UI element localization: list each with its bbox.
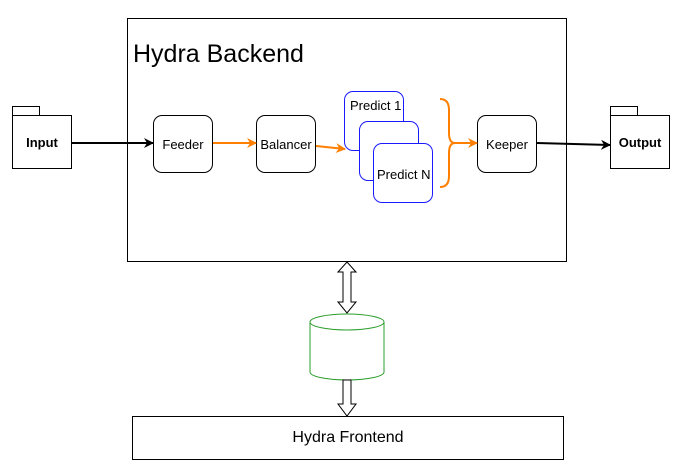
input-package: Input xyxy=(12,115,72,169)
input-package-tab xyxy=(12,106,40,115)
output-label: Output xyxy=(618,134,662,150)
feeder-label: Feeder xyxy=(162,136,204,152)
predict-node-last: Predict N xyxy=(373,143,433,203)
output-package: Output xyxy=(610,115,670,169)
output-package-tab xyxy=(610,106,638,115)
database-label: Database xyxy=(319,348,375,363)
frontend-label: Hydra Frontend xyxy=(292,429,404,446)
predict-last-label: Predict N xyxy=(377,167,431,182)
predict-first-label: Predict 1 xyxy=(350,98,402,113)
balancer-node: Balancer xyxy=(256,115,316,173)
keeper-label: Keeper xyxy=(486,136,528,152)
keeper-node: Keeper xyxy=(477,115,537,173)
input-label: Input xyxy=(26,134,58,150)
feeder-node: Feeder xyxy=(153,115,213,173)
frontend-box: Hydra Frontend xyxy=(132,416,564,460)
backend-title: Hydra Backend xyxy=(133,40,304,68)
balancer-label: Balancer xyxy=(260,136,312,152)
